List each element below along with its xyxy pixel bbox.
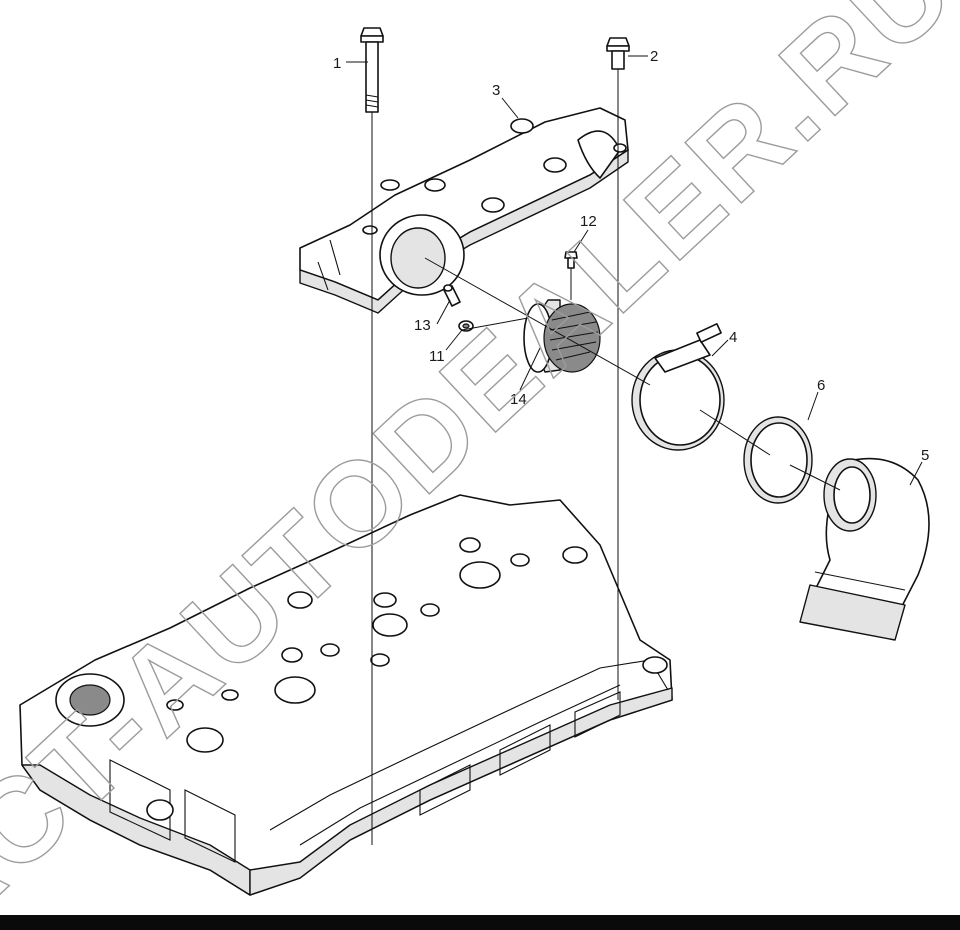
breather-filter xyxy=(523,299,601,373)
pin-13 xyxy=(443,284,461,307)
bottom-border-bar xyxy=(0,915,960,930)
callout-3: 3 xyxy=(492,82,500,99)
callout-13: 13 xyxy=(414,317,431,334)
o-ring xyxy=(743,416,813,504)
callout-5: 5 xyxy=(921,447,929,464)
rocker-carrier xyxy=(299,107,629,314)
callout-12: 12 xyxy=(580,213,597,230)
callout-2: 2 xyxy=(650,48,658,65)
short-bolt xyxy=(606,37,630,70)
long-bolt xyxy=(360,27,384,113)
callout-6: 6 xyxy=(817,377,825,394)
callout-14: 14 xyxy=(510,391,527,408)
hose-clamp xyxy=(631,323,725,451)
callout-1: 1 xyxy=(333,55,341,72)
callout-4: 4 xyxy=(729,329,737,346)
cylinder-head xyxy=(19,494,673,896)
leader-lines xyxy=(346,55,923,486)
assembly-lines xyxy=(371,69,841,845)
callout-11: 11 xyxy=(429,348,445,365)
elbow-hose xyxy=(799,457,930,641)
